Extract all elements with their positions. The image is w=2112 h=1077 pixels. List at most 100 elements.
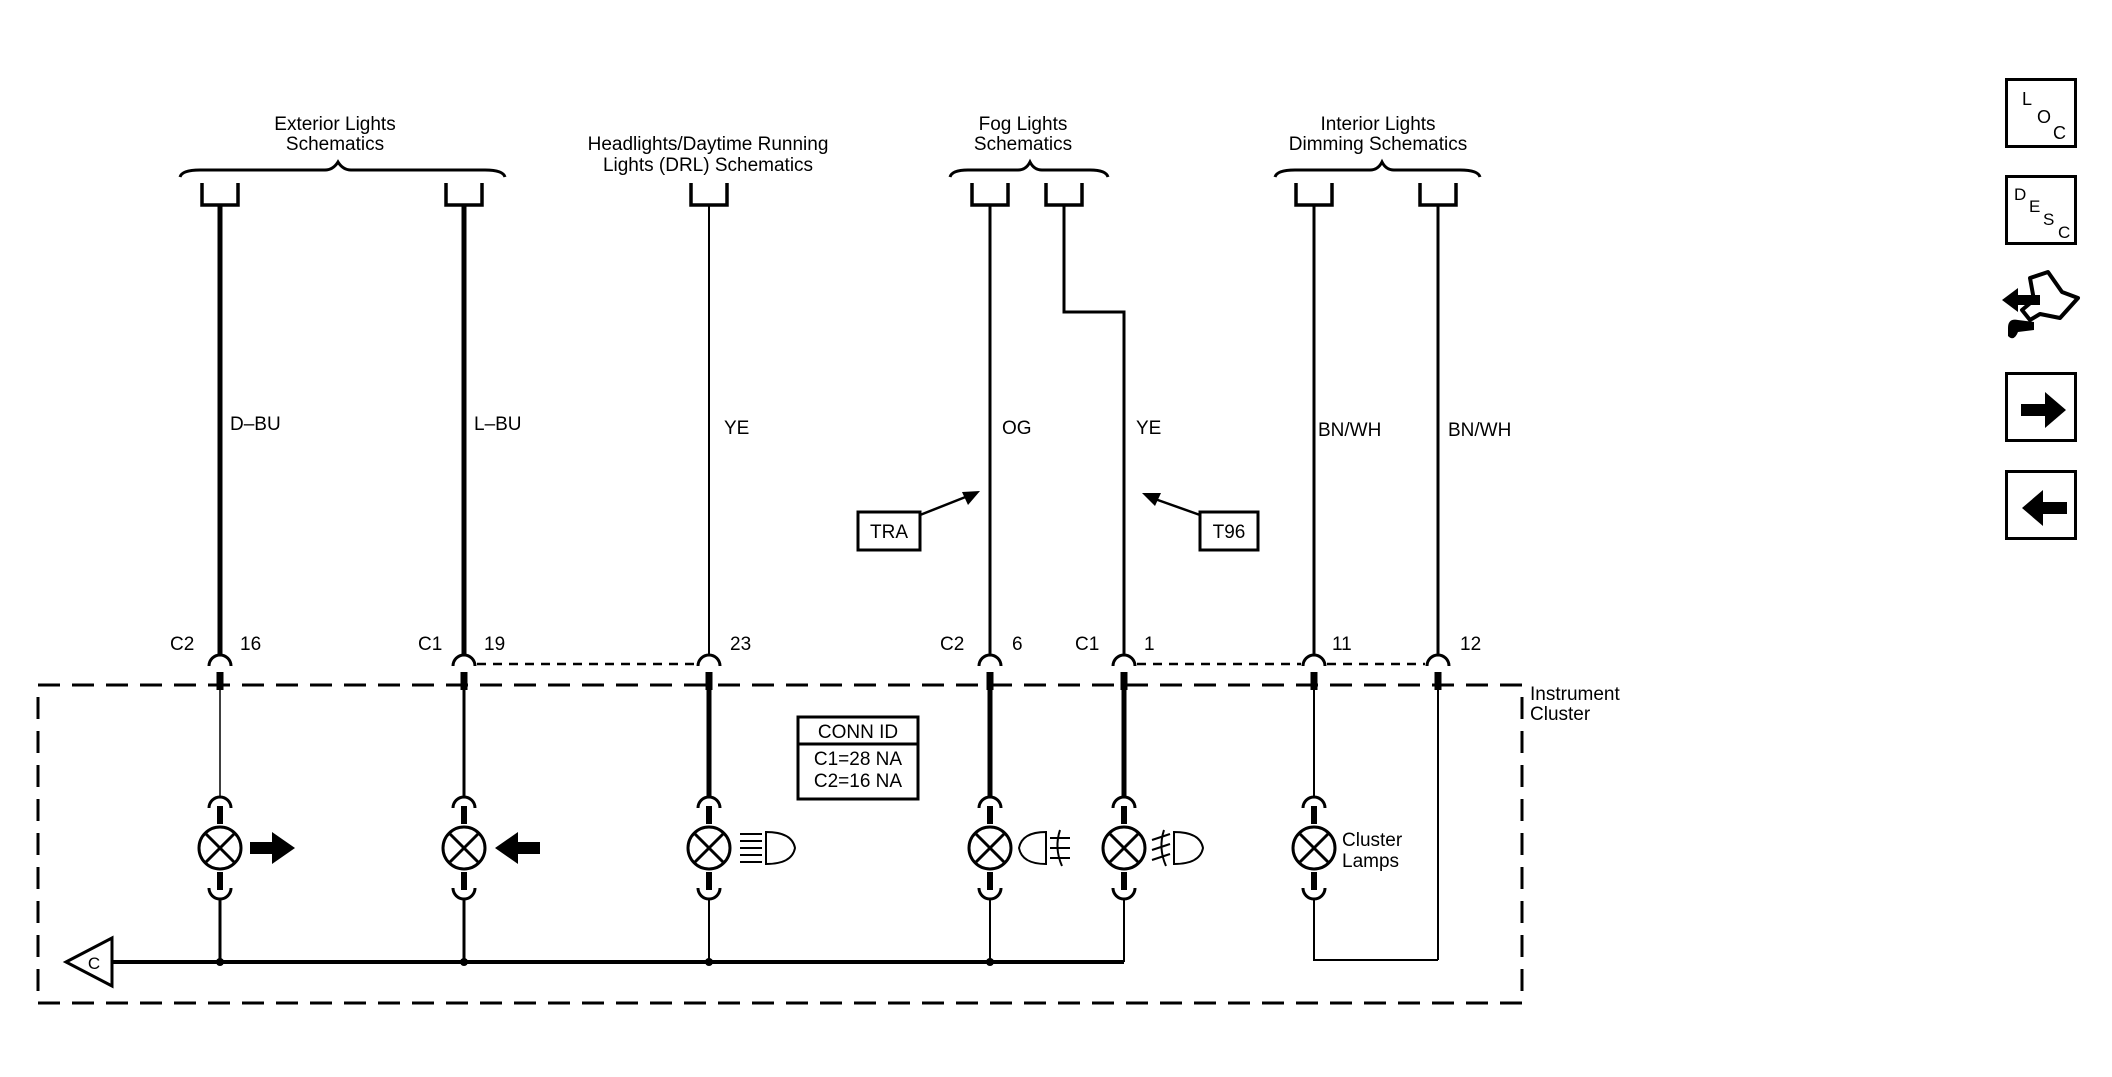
header-brace [1273, 158, 1482, 178]
pin-arc [207, 653, 233, 667]
conn-id-title: CONN ID [818, 722, 898, 743]
pin-number: 11 [1332, 634, 1352, 655]
wire-color-label: L–BU [474, 414, 522, 435]
header-fog-lights[interactable]: Fog Lights Schematics [948, 114, 1110, 207]
loc-icon: L O C [2022, 89, 2066, 143]
connector-label: C1 [1075, 634, 1099, 655]
lamp-socket [1111, 887, 1137, 901]
lamp-cluster[interactable]: Cluster Lamps [1291, 795, 1403, 901]
instrument-cluster-label-2: Cluster [1530, 704, 1591, 725]
cluster-internal-wires [112, 690, 1439, 964]
lamp-high-beam[interactable] [686, 795, 797, 901]
pin-number: 1 [1144, 634, 1155, 655]
high-beam-icon [740, 830, 797, 866]
ground-connector-label: C [88, 954, 100, 973]
header-headlights-line2: Lights (DRL) Schematics [603, 155, 813, 176]
description-button[interactable]: D E S C [2005, 175, 2077, 245]
arrow-head-icon [962, 491, 980, 505]
connector-cap [970, 183, 1010, 207]
lamp-turn-right[interactable] [197, 795, 295, 901]
arrow-right-icon [250, 832, 295, 864]
option-tra-callout[interactable]: TRA [856, 491, 980, 552]
connector-cap [200, 183, 240, 207]
desc-letter-c: C [2058, 223, 2070, 242]
pin-arc [451, 653, 477, 667]
pin-arc [1301, 653, 1327, 667]
cluster-pin-stubs [216, 672, 1442, 690]
connector-label: C2 [940, 634, 964, 655]
pin-number: 16 [240, 634, 261, 655]
connector-tool-button[interactable] [2000, 268, 2082, 350]
lamp-socket [1301, 887, 1327, 901]
header-exterior-line2: Schematics [286, 134, 384, 155]
connector-label: C2 [170, 634, 194, 655]
rear-fog-icon [1017, 829, 1070, 867]
pin-number: 12 [1460, 634, 1481, 655]
header-interior-lights-dimming[interactable]: Interior Lights Dimming Schematics [1273, 114, 1482, 207]
lamp-front-fog[interactable] [1101, 795, 1205, 901]
header-brace [178, 159, 507, 178]
wire-color-label: YE [724, 418, 749, 439]
loc-letter-o: O [2037, 107, 2051, 127]
connector-cap [689, 183, 729, 207]
desc-letter-s: S [2043, 210, 2054, 229]
pin-arc [696, 653, 722, 667]
location-button[interactable]: L O C [2005, 78, 2077, 148]
conn-id-c1: C1=28 NA [814, 749, 903, 770]
desc-letter-d: D [2014, 185, 2026, 204]
wires-upper [217, 205, 1440, 655]
arrow-left-icon [2022, 490, 2067, 526]
lamp-socket [207, 887, 233, 901]
lamp-socket [977, 795, 1003, 809]
arrow-left-icon [495, 832, 540, 864]
conn-id-table: CONN ID C1=28 NA C2=16 NA [796, 715, 920, 801]
connector-cap [444, 183, 484, 207]
lamp-rear-fog[interactable] [967, 795, 1070, 901]
lamp-socket [207, 795, 233, 809]
header-interior-line1: Interior Lights [1320, 114, 1435, 135]
loc-letter-l: L [2022, 89, 2032, 109]
arrow-head-icon [1142, 493, 1161, 506]
instrument-cluster-boundary [36, 683, 1524, 1005]
lamp-socket [1301, 795, 1327, 809]
header-headlights-drl[interactable]: Headlights/Daytime Running Lights (DRL) … [588, 134, 829, 207]
lamp-socket [1111, 795, 1137, 809]
front-fog-icon [1151, 829, 1205, 867]
connector-pins [207, 653, 1451, 667]
loc-letter-c: C [2053, 123, 2066, 143]
option-t96-label: T96 [1213, 522, 1246, 543]
connector-cap [1044, 183, 1084, 207]
wire-color-label: BN/WH [1318, 420, 1381, 441]
previous-button[interactable] [2005, 470, 2077, 540]
option-t96-callout[interactable]: T96 [1142, 493, 1260, 552]
connector-cap [1418, 183, 1458, 207]
pin-number: 6 [1012, 634, 1023, 655]
junction-dots [216, 958, 994, 966]
pin-arc [1111, 653, 1137, 667]
desc-letter-e: E [2029, 197, 2040, 216]
pin-number: 19 [484, 634, 505, 655]
lamp-turn-left[interactable] [441, 795, 540, 901]
lamp-socket [696, 887, 722, 901]
wire-color-label: OG [1002, 418, 1032, 439]
ground-connector-c[interactable]: C [62, 935, 114, 989]
pin-number: 23 [730, 634, 751, 655]
wire-color-label: D–BU [230, 414, 281, 435]
wire-color-label: BN/WH [1448, 420, 1511, 441]
lamp-socket [451, 795, 477, 809]
header-fog-line1: Fog Lights [979, 114, 1068, 135]
header-headlights-line1: Headlights/Daytime Running [588, 134, 829, 155]
connector-cap [1294, 183, 1334, 207]
pin-arc [1425, 653, 1451, 667]
lamp-socket [451, 887, 477, 901]
header-exterior-lights[interactable]: Exterior Lights Schematics [178, 114, 507, 207]
pin-arc [977, 653, 1003, 667]
next-button[interactable] [2005, 372, 2077, 442]
connector-label: C1 [418, 634, 442, 655]
wire-color-label: YE [1136, 418, 1161, 439]
lamp-socket [696, 795, 722, 809]
option-tra-label: TRA [870, 522, 908, 543]
header-brace [948, 158, 1110, 178]
lamp-socket [977, 887, 1003, 901]
